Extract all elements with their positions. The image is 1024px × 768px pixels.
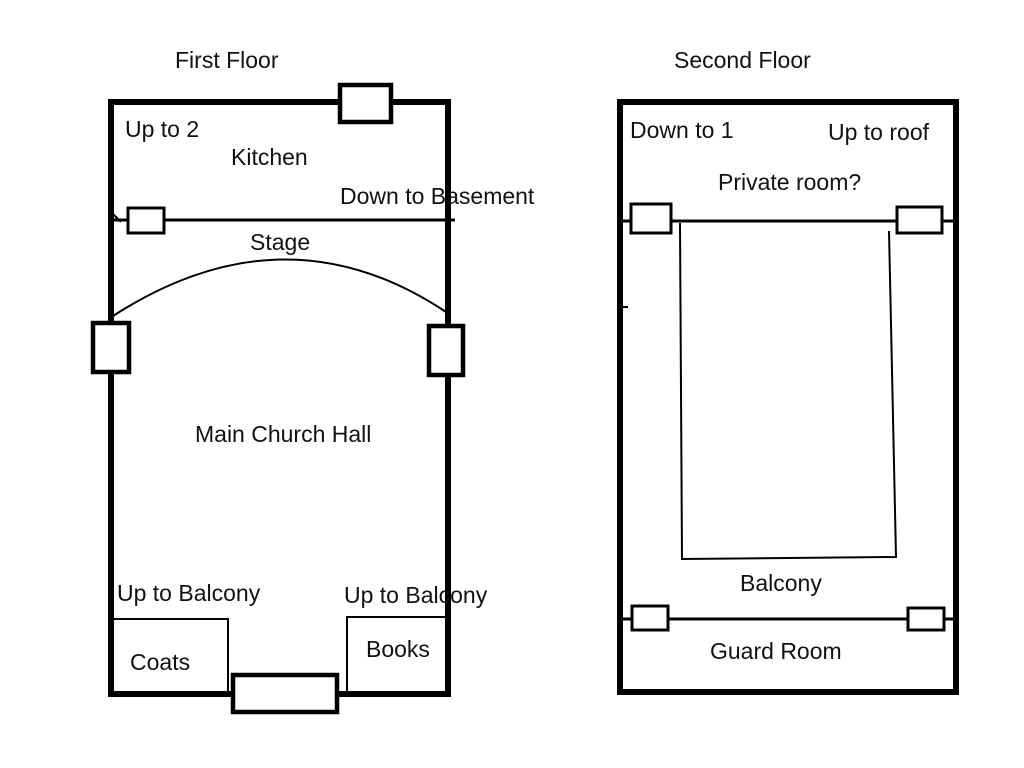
label-stage: Stage bbox=[250, 229, 310, 255]
divider-tick bbox=[112, 213, 122, 223]
first-floor-plan: First Floor Up to 2 Kitchen Down to Base… bbox=[90, 47, 535, 715]
label-private-room: Private room? bbox=[718, 169, 861, 195]
second-floor-title: Second Floor bbox=[674, 47, 811, 73]
label-books: Books bbox=[366, 636, 430, 662]
label-up-to-roof: Up to roof bbox=[828, 119, 930, 145]
label-up-to-balcony-right: Up to Balcony bbox=[344, 582, 488, 608]
first-floor-title: First Floor bbox=[175, 47, 279, 73]
stair-door-left bbox=[629, 202, 673, 235]
guard-door-left bbox=[630, 604, 670, 632]
kitchen-top-door bbox=[337, 82, 394, 125]
label-up-to-balcony-left: Up to Balcony bbox=[117, 580, 261, 606]
stair-door-right bbox=[895, 205, 944, 235]
label-guard-room: Guard Room bbox=[710, 638, 842, 664]
label-main-church-hall: Main Church Hall bbox=[195, 421, 371, 447]
label-kitchen: Kitchen bbox=[231, 144, 308, 170]
balcony-opening bbox=[679, 222, 898, 561]
label-balcony: Balcony bbox=[740, 570, 822, 596]
coats-room-wall bbox=[113, 618, 229, 692]
main-entrance-door bbox=[230, 672, 340, 715]
second-floor-plan: Second Floor Down to 1 Up to roof Privat… bbox=[617, 47, 959, 695]
books-room-wall bbox=[346, 616, 446, 692]
right-hall-door bbox=[426, 323, 466, 378]
left-hall-door bbox=[90, 320, 132, 375]
label-up-to-2: Up to 2 bbox=[125, 116, 199, 142]
stage-arc bbox=[112, 258, 447, 317]
second-floor-outer-wall bbox=[617, 99, 959, 695]
label-down-to-1: Down to 1 bbox=[630, 117, 734, 143]
guard-door-right bbox=[906, 606, 946, 632]
label-down-to-basement: Down to Basement bbox=[340, 183, 535, 209]
label-coats: Coats bbox=[130, 649, 190, 675]
basement-door bbox=[126, 206, 166, 235]
